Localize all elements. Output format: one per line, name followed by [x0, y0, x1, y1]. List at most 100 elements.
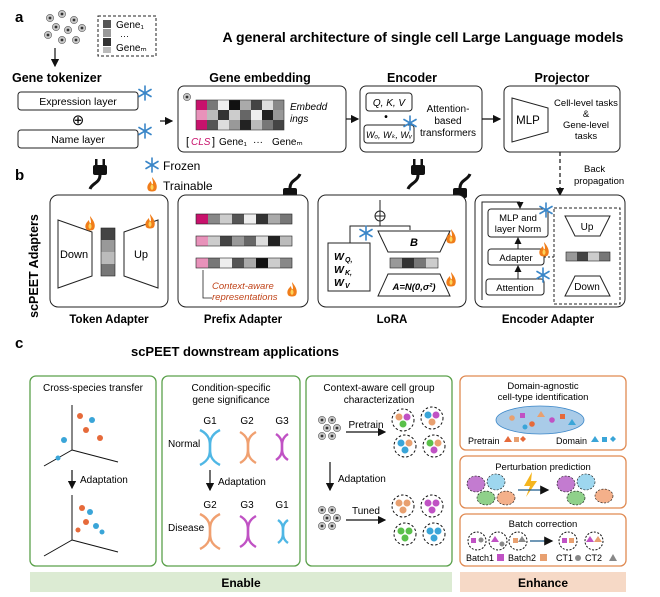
- svg-text:G1: G1: [275, 500, 289, 511]
- gene-list-box: [97, 15, 157, 57]
- panel-b: b scPEET Adapters Frozen Trainable Down …: [15, 157, 626, 326]
- enable-band: [30, 572, 452, 592]
- svg-text:Name layer: Name layer: [51, 134, 105, 146]
- svg-text:Disease: Disease: [168, 523, 205, 534]
- svg-text:···: ···: [120, 31, 129, 41]
- clusters-tuned: [391, 494, 446, 546]
- svg-text:Enhance: Enhance: [518, 576, 568, 590]
- dna-normal: [199, 428, 289, 467]
- svg-text:Frozen: Frozen: [163, 159, 200, 173]
- species-markers: [55, 413, 105, 535]
- plug-icon: [88, 157, 109, 191]
- svg-text:Expression layer: Expression layer: [39, 96, 117, 108]
- svg-text:Gene-level: Gene-level: [563, 120, 609, 131]
- svg-text:Up: Up: [134, 249, 148, 261]
- svg-text:propagation: propagation: [574, 176, 624, 187]
- panel-c-label: c: [15, 335, 23, 352]
- svg-text:G2: G2: [203, 500, 217, 511]
- svg-text:V: V: [345, 283, 351, 290]
- svg-text:Attention-: Attention-: [427, 104, 470, 115]
- svg-text:characterization: characterization: [344, 395, 415, 406]
- svg-text:G2: G2: [240, 416, 254, 427]
- svg-text:gene significance: gene significance: [192, 395, 270, 406]
- svg-text:representations: representations: [212, 292, 278, 303]
- svg-text:G3: G3: [275, 416, 289, 427]
- svg-text:Context-aware: Context-aware: [212, 281, 274, 292]
- svg-text:Adaptation: Adaptation: [80, 475, 128, 486]
- prefix-rows: [195, 213, 293, 269]
- svg-text:Normal: Normal: [168, 439, 200, 450]
- svg-text:Gene₁: Gene₁: [219, 137, 247, 148]
- svg-text:CT1: CT1: [556, 553, 573, 563]
- name-layer-box: [17, 129, 139, 149]
- panel-a: a Gene₁ ··· Geneₘ A general architecture…: [12, 9, 624, 197]
- snowflake-icon: [145, 157, 159, 173]
- adapters-side-label: scPEET Adapters: [27, 214, 41, 318]
- flame-icon: [147, 177, 157, 192]
- tokenizer-title: Gene tokenizer: [12, 71, 102, 85]
- svg-text:tasks: tasks: [575, 131, 597, 142]
- condition-box: [161, 375, 301, 567]
- encoder-adapter-caption: Encoder Adapter: [502, 314, 595, 326]
- svg-text:cell-type identification: cell-type identification: [498, 392, 589, 403]
- panel-c-title: scPEET downstream applications: [131, 344, 339, 359]
- dna-disease: [199, 512, 289, 551]
- panel-a-title: A general architecture of single cell La…: [223, 29, 624, 45]
- svg-text:based: based: [434, 116, 461, 127]
- svg-text:Attention: Attention: [496, 283, 534, 294]
- projector-title: Projector: [535, 71, 590, 85]
- domain-markers: [509, 411, 576, 430]
- svg-text:Up: Up: [581, 222, 594, 233]
- svg-text:CT2: CT2: [585, 553, 602, 563]
- svg-text:[: [: [186, 136, 189, 148]
- svg-text:W: W: [334, 277, 345, 289]
- svg-text:Adaptation: Adaptation: [338, 474, 386, 485]
- perturbation-result: [556, 473, 614, 506]
- snowflake-icon: [138, 85, 152, 101]
- svg-text:Batch2: Batch2: [508, 553, 536, 563]
- svg-text:Trainable: Trainable: [163, 179, 213, 193]
- svg-text:CLS: CLS: [191, 137, 211, 148]
- svg-text:Embedd: Embedd: [290, 102, 328, 113]
- svg-text:Gene₁: Gene₁: [116, 20, 144, 31]
- svg-text:Down: Down: [60, 249, 88, 261]
- svg-text:G3: G3: [240, 500, 254, 511]
- svg-text:Adapter: Adapter: [499, 253, 532, 264]
- svg-text:&: &: [583, 109, 590, 120]
- svg-text:]: ]: [212, 136, 215, 148]
- embedding-title: Gene embedding: [209, 71, 310, 85]
- encoder-title: Encoder: [387, 71, 437, 85]
- svg-text:Q,: Q,: [345, 257, 352, 264]
- cross-species-box: [29, 375, 157, 567]
- svg-text:Cross-species transfer: Cross-species transfer: [43, 383, 144, 394]
- svg-text:K,: K,: [345, 270, 352, 277]
- token-adapter-caption: Token Adapter: [69, 314, 149, 326]
- svg-text:Geneₘ: Geneₘ: [272, 137, 303, 148]
- svg-text:Q, K, V: Q, K, V: [373, 98, 407, 109]
- lightning-icon: [524, 472, 537, 497]
- svg-text:Down: Down: [574, 282, 600, 293]
- enhance-band: [460, 572, 626, 592]
- batch-before: [467, 531, 528, 551]
- batch-box: [459, 513, 627, 567]
- perturbation-cells: [466, 473, 516, 506]
- svg-text:B: B: [410, 237, 418, 249]
- svg-text:•: •: [384, 112, 388, 123]
- svg-text:Pretrain: Pretrain: [468, 436, 500, 446]
- svg-text:Domain: Domain: [556, 436, 587, 446]
- panel-b-label: b: [15, 167, 24, 184]
- svg-text:transformers: transformers: [420, 128, 476, 139]
- svg-text:Cell-level tasks: Cell-level tasks: [554, 98, 618, 109]
- svg-text:Tuned: Tuned: [352, 506, 380, 517]
- svg-text:Adaptation: Adaptation: [218, 477, 266, 488]
- expression-layer-box: [17, 91, 139, 111]
- svg-text:Enable: Enable: [221, 576, 261, 590]
- prefix-adapter-caption: Prefix Adapter: [204, 314, 283, 326]
- plug-icon: [406, 157, 427, 191]
- svg-text:Condition-specific: Condition-specific: [192, 383, 271, 394]
- svg-text:···: ···: [253, 137, 263, 148]
- svg-text:Back: Back: [584, 164, 605, 175]
- svg-text:Perturbation prediction: Perturbation prediction: [495, 462, 591, 473]
- svg-text:Geneₘ: Geneₘ: [116, 43, 147, 54]
- svg-text:W: W: [334, 251, 345, 263]
